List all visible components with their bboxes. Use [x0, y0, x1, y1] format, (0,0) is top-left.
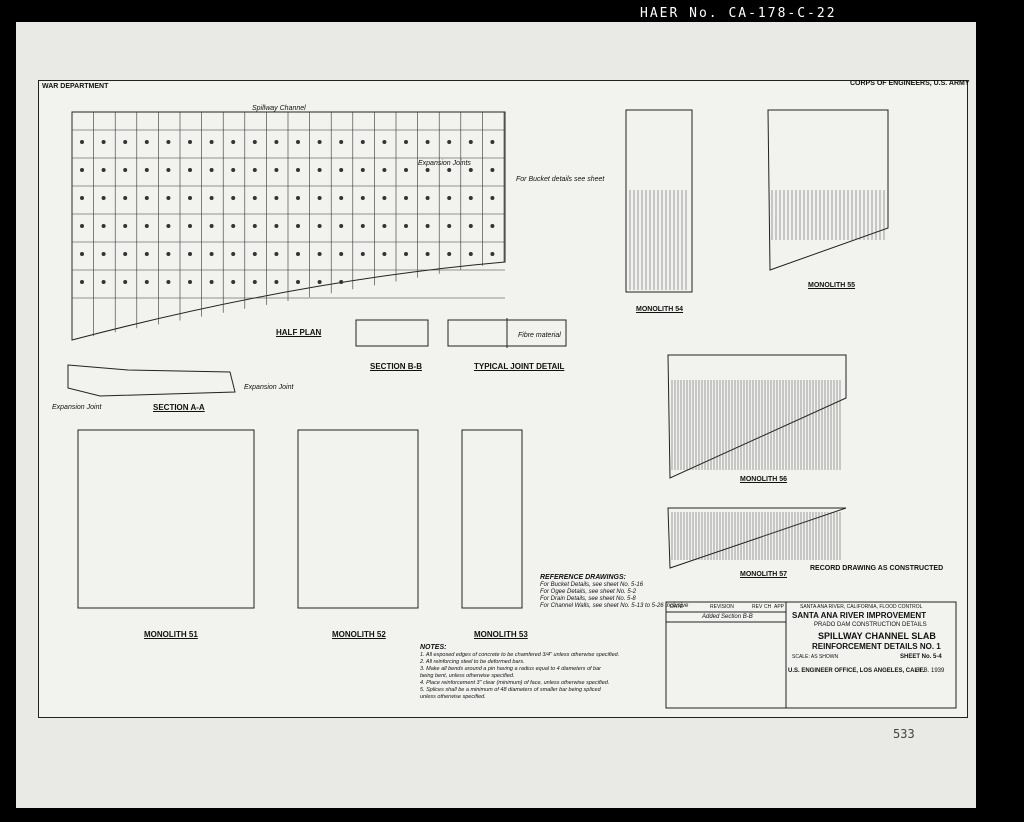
note-line: 3. Make all bends around a pin having a …	[420, 666, 602, 672]
rev-header-rev: REV	[752, 604, 763, 610]
monolith-51-title: MONOLITH 51	[144, 630, 198, 639]
title-line3: PRADO DAM CONSTRUCTION DETAILS	[814, 622, 927, 628]
record-drawing-stamp: RECORD DRAWING AS CONSTRUCTED	[810, 565, 944, 572]
typical-joint-title: TYPICAL JOINT DETAIL	[474, 362, 565, 371]
title-line4: SPILLWAY CHANNEL SLAB	[818, 631, 936, 641]
monolith-52-title: MONOLITH 52	[332, 630, 386, 639]
section-bb-shape	[355, 319, 429, 347]
title-office: U.S. ENGINEER OFFICE, LOS ANGELES, CALIF…	[788, 668, 925, 674]
note-line: 2. All reinforcing steel to be deformed …	[420, 659, 525, 665]
expansion-joint-note: Expansion Joint	[244, 384, 294, 391]
notes-heading: NOTES:	[420, 644, 447, 651]
monolith-53-shape	[461, 429, 523, 609]
half-plan-outline	[71, 111, 506, 341]
monolith-55-title: MONOLITH 55	[808, 282, 856, 289]
note-line: 1. All exposed edges of concrete to be c…	[420, 652, 620, 658]
title-date: FEB. 1939	[916, 668, 945, 674]
rev-header-app: APP	[774, 604, 785, 610]
monolith-52-shape	[297, 429, 419, 609]
title-line5: REINFORCEMENT DETAILS NO. 1	[812, 642, 941, 651]
title-line1: SANTA ANA RIVER, CALIFORNIA, FLOOD CONTR…	[800, 604, 923, 610]
expansion-joints-note: Expansion Joints	[418, 160, 471, 167]
channel-label: Spillway Channel	[252, 105, 306, 112]
monolith-57-shape	[667, 507, 847, 569]
monolith-51-shape	[77, 429, 255, 609]
monolith-54-shape	[625, 109, 693, 293]
agency-right: CORPS OF ENGINEERS, U.S. ARMY	[850, 80, 970, 87]
page-number: 533	[893, 727, 915, 741]
monolith-54-title: MONOLITH 54	[636, 306, 684, 313]
note-line: 5. Splices shall be a minimum of 48 diam…	[420, 687, 601, 693]
half-plan-title: HALF PLAN	[276, 328, 322, 337]
reference-line: For Channel Walls, see sheet No. 5-13 to…	[540, 603, 689, 609]
title-block-box	[665, 601, 957, 709]
reference-line: For Ogee Details, see sheet No. 5-2	[540, 589, 637, 595]
monolith-57-title: MONOLITH 57	[740, 571, 788, 578]
rev-header-revision: REVISION	[710, 604, 734, 610]
fibre-material-note: Fibre material	[518, 332, 561, 339]
monolith-53-title: MONOLITH 53	[474, 630, 528, 639]
title-sheet: SHEET No. 5-4	[900, 654, 942, 660]
section-bb-title: SECTION B-B	[370, 362, 422, 371]
rev-row: Added Section B-B	[702, 614, 753, 620]
reference-line: For Bucket Details, see sheet No. 5-16	[540, 582, 644, 588]
rev-header-date: DATE	[670, 604, 683, 610]
bucket-details-note: For Bucket details see sheet	[516, 176, 605, 183]
monolith-55-shape	[767, 109, 889, 271]
note-line: being bent, unless otherwise specified.	[420, 673, 515, 679]
section-aa-title: SECTION A-A	[153, 403, 205, 412]
rev-header-ch: CH	[764, 604, 772, 610]
section-aa-shape	[67, 364, 236, 397]
agency-left: WAR DEPARTMENT	[42, 83, 109, 90]
reference-drawings-heading: REFERENCE DRAWINGS:	[540, 574, 626, 581]
note-line: 4. Place reinforcement 3" clear (minimum…	[420, 680, 610, 686]
haer-id-label: HAER No. CA-178-C-22	[640, 6, 837, 21]
expansion-joint-note-left: Expansion Joint	[52, 404, 102, 411]
title-scale: SCALE: AS SHOWN	[792, 654, 839, 660]
title-line2: SANTA ANA RIVER IMPROVEMENT	[792, 611, 927, 620]
monolith-56-title: MONOLITH 56	[740, 476, 788, 483]
monolith-56-shape	[667, 354, 847, 479]
reference-line: For Drain Details, see sheet No. 5-8	[540, 596, 636, 602]
note-line: unless otherwise specified.	[420, 694, 486, 700]
